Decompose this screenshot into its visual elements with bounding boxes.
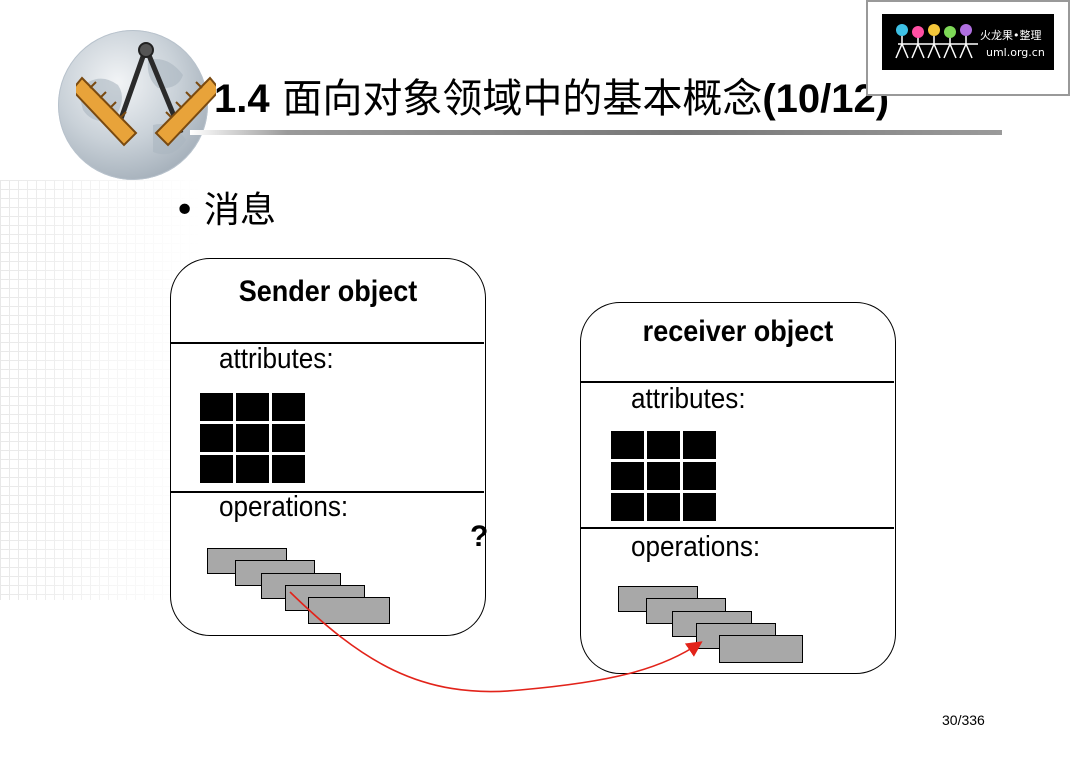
brand-logo: 火龙果•整理 uml.org.cn	[866, 0, 1070, 96]
brand-text: 火龙果•整理	[980, 29, 1042, 42]
receiver-attribute-cells	[611, 431, 716, 521]
title-number: 1.4	[214, 77, 270, 121]
divider	[171, 491, 484, 493]
divider	[171, 342, 484, 344]
bullet-dot: •	[174, 190, 196, 231]
decorative-grid	[0, 180, 200, 600]
sender-object-title: Sender object	[238, 275, 418, 308]
receiver-operations-label: operations:	[631, 531, 761, 563]
bullet-item: •消息	[174, 186, 276, 236]
sender-attribute-cells	[200, 393, 305, 483]
receiver-object-title: receiver object	[642, 315, 834, 348]
flower-people-icon	[895, 24, 978, 59]
question-mark: ?	[470, 520, 489, 553]
sender-operations-label: operations:	[219, 491, 349, 523]
brand-logo-background: 火龙果•整理 uml.org.cn	[882, 14, 1054, 70]
title-underline	[190, 130, 1002, 135]
bullet-text: 消息	[204, 190, 277, 231]
slide-title: 1.4 面向对象领域中的基本概念(10/12)	[214, 64, 889, 134]
divider	[581, 381, 894, 383]
sender-attributes-label: attributes:	[219, 343, 334, 375]
divider	[581, 527, 894, 529]
receiver-attributes-label: attributes:	[631, 383, 746, 415]
sender-operation-selected	[308, 597, 390, 624]
title-text: 面向对象领域中的基本概念	[282, 76, 763, 122]
page-number: 30/336	[942, 712, 985, 728]
receiver-operation-target	[719, 635, 803, 663]
compass-ruler-icon	[76, 42, 216, 147]
brand-url: uml.org.cn	[986, 46, 1045, 59]
